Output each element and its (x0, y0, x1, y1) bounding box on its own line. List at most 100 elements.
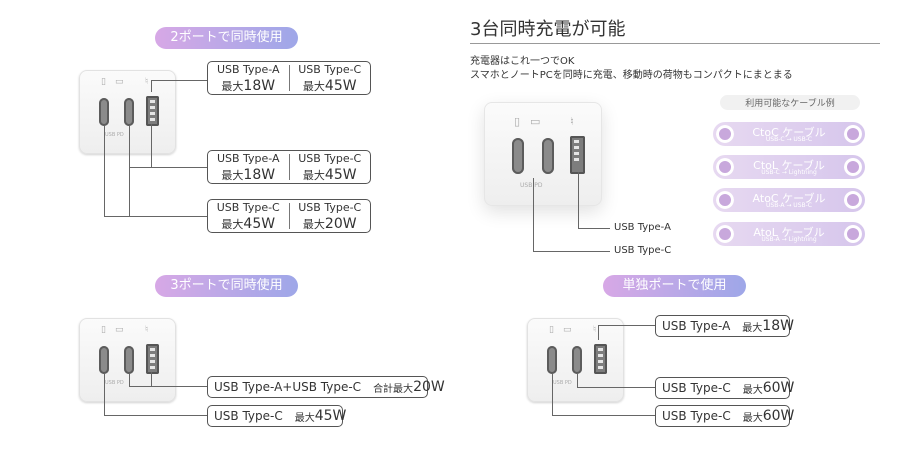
wattage: 60W (762, 380, 795, 396)
connector-line (552, 415, 656, 416)
divider (288, 203, 290, 229)
connector-line (578, 228, 610, 229)
connector-line (577, 374, 578, 387)
port-type: USB Type-C (298, 62, 362, 76)
connector-line (104, 216, 208, 217)
connector-line (129, 374, 130, 387)
wattage: 18W (243, 166, 276, 183)
connector-line (577, 387, 656, 388)
usb-c-port-1 (99, 346, 109, 374)
cable-sub: USB-C → Lightning (761, 169, 817, 176)
port-type: USB Type-C (298, 200, 362, 214)
max-label: 最大 (742, 322, 763, 334)
wattage: 45W (324, 77, 357, 94)
port-type: USB Type-A (216, 151, 280, 165)
cable-sub: USB-A → USB-C (766, 202, 812, 209)
port-type: USB Type-C (298, 151, 362, 165)
connector-line (151, 372, 152, 387)
max-label: 最大 (294, 412, 315, 424)
usb-a-port (146, 344, 159, 374)
port-type: USB Type-C (216, 200, 280, 214)
usb-pd-label: USB PD (553, 380, 572, 386)
section-title: 3台同時充電が可能 (470, 19, 626, 40)
usb-a-label: USB Type-A (614, 222, 671, 233)
cable-end-icon (716, 225, 734, 243)
cable-end-icon (716, 191, 734, 209)
cable-name: CtoL ケーブル (753, 159, 825, 172)
earbuds-icon: ♮ (593, 325, 597, 335)
cable-sub: USB-C → USB-C (765, 136, 813, 143)
cable-end-icon (844, 158, 862, 176)
usb-c-port-1 (512, 138, 524, 174)
earbuds-icon: ♮ (145, 325, 149, 335)
usb-c-port-2 (124, 346, 134, 374)
cable-end-icon (844, 191, 862, 209)
port-type: USB Type-C (662, 409, 731, 423)
connector-line (533, 251, 610, 252)
usb-pd-label: USB PD (105, 380, 124, 386)
wattage: 20W (413, 379, 445, 395)
connector-line (578, 172, 579, 229)
description-line-2: スマホとノートPCを同時に充電、移動時の荷物もコンパクトにまとまる (470, 70, 793, 81)
charger-image-two-port: ▯ ▭ ♮ USB PD (79, 70, 176, 154)
usb-c-port-2 (124, 98, 134, 126)
single-port-pill: 単独ポートで使用 (603, 275, 746, 297)
max-label: 最大 (221, 217, 244, 231)
cable-end-icon (844, 225, 862, 243)
phone-icon: ▯ (101, 325, 106, 335)
max-label: 最大 (302, 168, 325, 182)
wattage: 45W (314, 408, 347, 424)
max-label: 最大 (302, 79, 325, 93)
max-label: 最大 (742, 384, 763, 396)
usb-pd-label: USB PD (105, 132, 124, 138)
connector-line (533, 178, 534, 251)
phone-icon: ▯ (101, 77, 106, 87)
cable-end-icon (844, 125, 862, 143)
wattage: 45W (243, 215, 276, 232)
earbuds-icon: ♮ (145, 77, 149, 87)
cable-ctoc: CtoC ケーブル USB-C → USB-C (713, 122, 865, 146)
usb-a-port (570, 136, 585, 174)
connector-line (129, 126, 130, 216)
usb-a-port (146, 96, 159, 126)
wattage: 60W (762, 408, 795, 424)
laptop-icon: ▭ (530, 115, 541, 128)
single-port-pill-label: 単独ポートで使用 (622, 278, 727, 293)
connector-line (129, 167, 208, 168)
laptop-icon: ▭ (563, 325, 572, 335)
port-type: USB Type-C (662, 381, 731, 395)
cable-end-icon (716, 158, 734, 176)
port-type: USB Type-A+USB Type-C (214, 380, 362, 394)
usb-c-port-2 (572, 346, 582, 374)
cable-sub: USB-A → Lightning (761, 236, 817, 243)
cable-name: AtoC ケーブル (752, 192, 826, 205)
phone-icon: ▯ (549, 325, 554, 335)
connector-line (104, 374, 105, 415)
connector-line (104, 126, 105, 216)
description-line-1: 充電器はこれ一つでOK (470, 56, 575, 67)
usb-c-port-1 (99, 98, 109, 126)
connector-line (151, 124, 152, 167)
port-type: USB Type-A (662, 319, 731, 333)
two-port-pill: 2ポートで同時使用 (155, 27, 298, 49)
laptop-icon: ▭ (115, 77, 124, 87)
wattage: 45W (324, 166, 357, 183)
charger-image-three-port: ▯ ▭ ♮ USB PD (79, 318, 176, 402)
connector-line (598, 325, 656, 326)
divider (288, 154, 290, 180)
connector-line (129, 386, 208, 387)
connector-line (598, 325, 599, 340)
cables-heading: 利用可能なケーブル例 (720, 95, 860, 110)
max-label: 最大 (221, 168, 244, 182)
usb-a-port (594, 344, 607, 374)
wattage: 18W (762, 318, 794, 334)
two-port-pill-label: 2ポートで同時使用 (170, 30, 283, 45)
charger-image-large: ▯ ▭ ♮ USB PD (484, 102, 602, 206)
